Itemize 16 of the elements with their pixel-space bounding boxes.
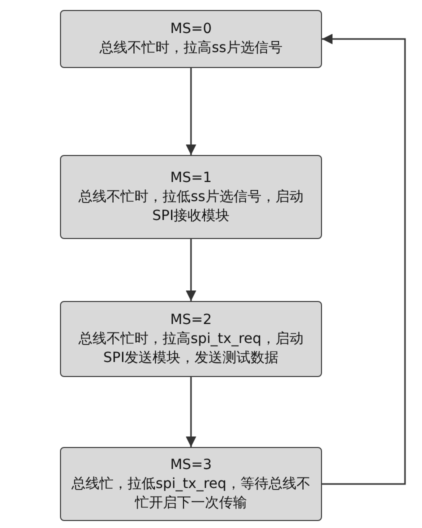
state-box bbox=[60, 155, 322, 239]
state-description: 总线不忙时，拉低ss片选信号，启动SPI接收模块 bbox=[78, 188, 304, 226]
state-description: 总线不忙时，拉高ss片选信号 bbox=[100, 39, 282, 58]
state-box bbox=[60, 301, 322, 377]
arrow bbox=[186, 68, 196, 155]
arrow bbox=[186, 239, 196, 301]
arrow bbox=[322, 34, 406, 485]
state-box bbox=[60, 10, 322, 68]
state-label: MS=0 bbox=[170, 20, 212, 39]
state-label: MS=3 bbox=[170, 456, 212, 474]
arrow bbox=[186, 377, 196, 447]
state-box bbox=[60, 447, 322, 521]
state-description: 总线不忙时，拉高spi_tx_req，启动SPI发送模块，发送测试数据 bbox=[78, 330, 304, 368]
state-description: 总线忙，拉低spi_tx_req，等待总线不忙开启下一次传输 bbox=[70, 474, 312, 512]
state-label: MS=2 bbox=[170, 310, 212, 330]
state-label: MS=1 bbox=[170, 168, 212, 188]
